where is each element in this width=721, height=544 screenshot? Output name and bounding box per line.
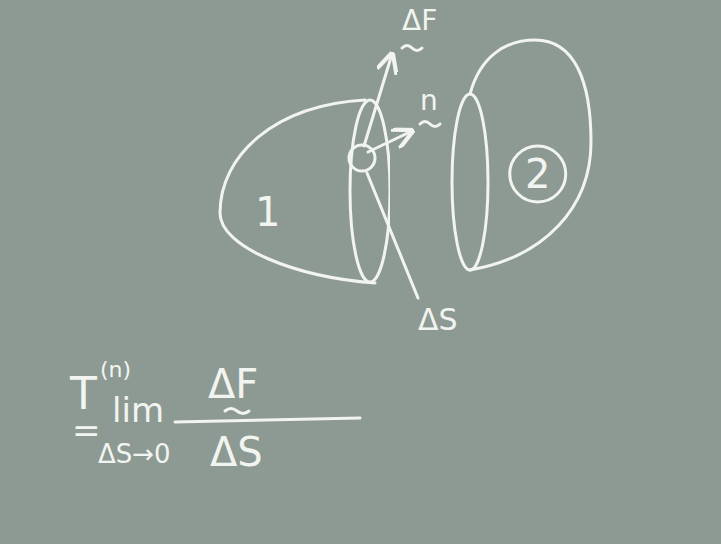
tilde-mark xyxy=(420,122,440,127)
formula-lim: lim xyxy=(112,392,164,429)
normal-arrow xyxy=(368,131,412,152)
formula-equals: = xyxy=(72,412,101,449)
formula-superscript: (n) xyxy=(100,358,131,382)
tilde-mark xyxy=(402,46,422,51)
formula-denominator: ΔS xyxy=(210,430,263,474)
part-number: 2 xyxy=(525,152,550,196)
normal-label: n xyxy=(420,86,438,117)
force-label: ΔF xyxy=(402,6,437,37)
formula-numerator: ΔF xyxy=(208,362,258,406)
body-outline xyxy=(215,95,390,290)
part-number: 1 xyxy=(255,190,280,234)
body-outline xyxy=(425,32,597,277)
fraction-bar xyxy=(175,418,360,422)
formula-limit: ΔS→0 xyxy=(98,440,171,469)
body-part: 2 xyxy=(425,32,597,277)
body-part: 1 xyxy=(215,95,390,290)
tilde-mark xyxy=(225,409,249,414)
area-label: ΔS xyxy=(418,303,458,336)
